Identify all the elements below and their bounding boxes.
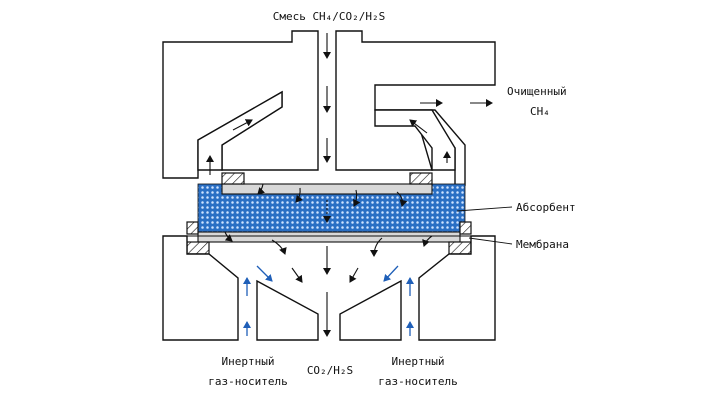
flow-arrows [206, 33, 493, 337]
right-outlet-elbow [374, 109, 456, 171]
inert-left-line1: Инертный [222, 355, 275, 368]
inert-right-line1: Инертный [392, 355, 445, 368]
membrane-leader [468, 237, 513, 245]
outlet-acid-label: CO₂/H₂S [307, 364, 353, 377]
guide-vane-left [256, 279, 319, 341]
seal-upper-left [221, 172, 245, 185]
seal-lower-left [186, 241, 210, 255]
seal-mid-right [459, 221, 472, 235]
seal-lower-right [448, 241, 472, 255]
inlet-mix-label: Смесь CH₄/CO₂/H₂S [273, 10, 386, 23]
absorbent-label: Абсорбент [516, 201, 576, 214]
upper-plate [221, 183, 433, 195]
inert-right-line2: газ-носитель [378, 375, 457, 388]
membrane-label: Мембрана [516, 238, 569, 251]
inert-left-line2: газ-носитель [208, 375, 287, 388]
purified-label-line1: Очищенный [507, 85, 567, 98]
guide-vane-right [339, 279, 402, 341]
purified-label-line2: CH₄ [530, 105, 550, 118]
lower-housing-right [418, 235, 496, 341]
left-outlet-elbow [197, 90, 283, 171]
upper-housing-left [162, 30, 319, 179]
lower-housing-left [162, 235, 239, 341]
absorbent-leader [456, 206, 513, 212]
upper-housing-right [335, 30, 496, 186]
seal-upper-right [409, 172, 433, 185]
membrane-plate [197, 231, 461, 243]
inert-gas-arrows [243, 265, 414, 336]
seal-mid-left [186, 221, 199, 235]
